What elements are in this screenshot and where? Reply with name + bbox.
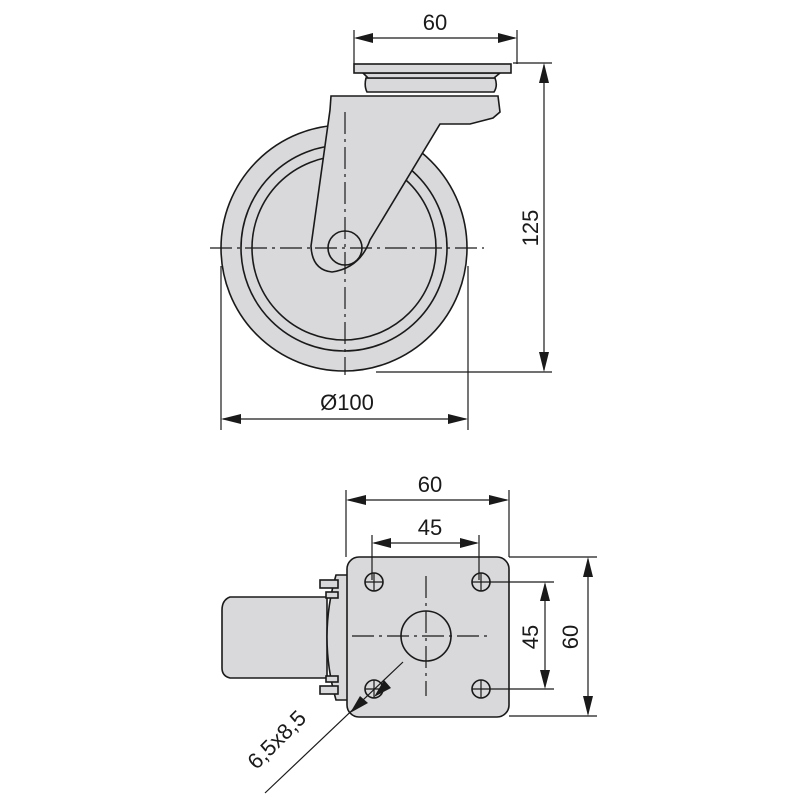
dim-wheel-diameter: Ø100	[320, 390, 374, 415]
side-view: 60 125 Ø100	[210, 10, 552, 430]
top-plate-view: 60 45 45 60 6,5x8,5	[221, 472, 597, 794]
dim-plate-width-top: 60	[418, 472, 442, 497]
dim-hole-size: 6,5x8,5	[242, 705, 311, 774]
dim-plate-height: 60	[558, 625, 583, 649]
swivel-collar	[364, 77, 498, 93]
mounting-hole	[364, 572, 384, 592]
mounting-plate	[353, 63, 512, 74]
dim-total-height: 125	[518, 210, 543, 247]
fork-body	[310, 95, 501, 273]
dim-hole-spacing-x: 45	[418, 515, 442, 540]
wheel-top-view	[221, 596, 328, 679]
dim-hole-spacing-y: 45	[518, 625, 543, 649]
mounting-plate-top	[346, 556, 510, 718]
mounting-hole	[471, 572, 491, 592]
mounting-hole	[471, 679, 491, 699]
dim-plate-width: 60	[423, 10, 447, 35]
